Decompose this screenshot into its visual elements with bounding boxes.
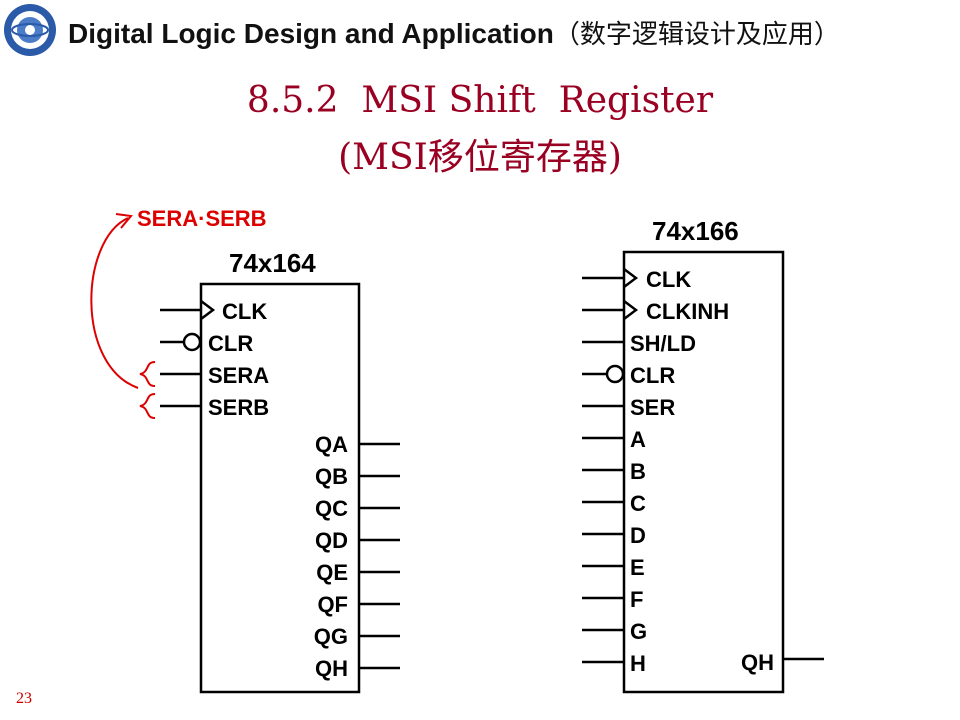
pin-label: CLR <box>208 331 253 356</box>
chip-164-body <box>199 282 361 694</box>
pin-label: CLK <box>646 267 691 292</box>
output-label: QB <box>315 464 348 489</box>
output-label: QD <box>315 528 348 553</box>
inversion-bubble-icon <box>605 364 625 384</box>
inversion-bubble-icon <box>182 332 202 352</box>
pin-label: F <box>630 587 643 612</box>
output-label: QE <box>316 560 348 585</box>
bracket-icon <box>139 361 156 387</box>
course-title: Digital Logic Design and Application（数字逻… <box>68 14 840 51</box>
chip-164-outputs: QA QB QC QD QE QF QG QH <box>314 432 400 681</box>
shift-register-diagram: 74x164 CLK CLR SERA SERB QA QB QC QD QE <box>90 206 824 694</box>
pin-label: CLR <box>630 363 675 388</box>
course-title-cn: （数字逻辑设计及应用） <box>553 20 840 50</box>
output-label: QH <box>741 650 774 675</box>
pin-label: G <box>630 619 647 644</box>
pin-label: CLKINH <box>646 299 729 324</box>
output-label: QH <box>315 656 348 681</box>
output-label: QG <box>314 624 348 649</box>
clock-triangle-icon <box>623 300 639 320</box>
pin-label: D <box>630 523 646 548</box>
arrow-head-icon <box>115 213 133 229</box>
slide-header: Digital Logic Design and Application（数字逻… <box>0 0 960 72</box>
chip-74x164: 74x164 CLK CLR SERA SERB QA QB QC QD QE <box>160 248 400 694</box>
chip-164-inputs: CLK CLR SERA SERB <box>160 299 269 420</box>
clock-triangle-icon <box>623 268 639 288</box>
output-label: QA <box>315 432 348 457</box>
chip-166-body <box>622 250 785 694</box>
chip-166-name: 74x166 <box>652 216 739 246</box>
clock-triangle-icon <box>200 300 216 320</box>
annotation-label: SERA·SERB <box>137 206 267 231</box>
pin-label: SH/LD <box>630 331 696 356</box>
page-number: 23 <box>16 690 32 707</box>
pin-label: CLK <box>222 299 267 324</box>
pin-label: E <box>630 555 645 580</box>
course-title-en: Digital Logic Design and Application <box>68 18 554 49</box>
pin-label: B <box>630 459 646 484</box>
university-logo-icon <box>4 4 56 56</box>
bracket-icon <box>139 393 156 419</box>
slide-title: 8.5.2 MSI Shift Register <box>246 80 714 121</box>
serial-input-annotation: SERA·SERB <box>90 206 267 419</box>
arrow-curve <box>90 217 139 389</box>
pin-label: SER <box>630 395 675 420</box>
pin-label: A <box>630 427 646 452</box>
chip-164-name: 74x164 <box>229 248 316 278</box>
pin-label: C <box>630 491 646 516</box>
pin-label: H <box>630 651 646 676</box>
output-label: QC <box>315 496 348 521</box>
pin-label: SERB <box>208 395 269 420</box>
chip-74x166: 74x166 CLK CLKINH SH/LD CLR SER A B C D … <box>582 216 824 694</box>
slide-subtitle: (MSI移位寄存器) <box>338 137 622 178</box>
pin-label: SERA <box>208 363 269 388</box>
output-label: QF <box>317 592 348 617</box>
